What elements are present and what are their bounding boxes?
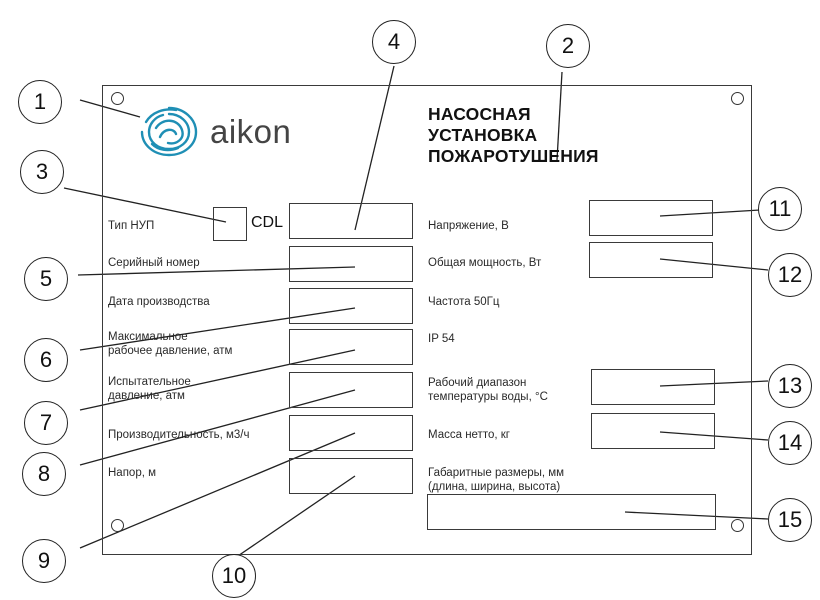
label-capacity: Производительность, м3/ч xyxy=(108,429,250,441)
callout-12: 12 xyxy=(768,253,812,297)
label-test-pressure-2: давление, атм xyxy=(108,390,185,402)
leader-9 xyxy=(79,432,356,549)
leader-3 xyxy=(63,187,227,223)
title-line-2: УСТАНОВКА xyxy=(428,125,538,145)
label-max-pressure-1: Максимальное xyxy=(108,331,188,343)
label-power: Общая мощность, Вт xyxy=(428,257,542,269)
label-ip: IP 54 xyxy=(428,333,455,345)
field-test-pressure[interactable] xyxy=(289,372,413,408)
callout-9: 9 xyxy=(22,539,66,583)
field-max-pressure[interactable] xyxy=(289,329,413,365)
leader-6 xyxy=(79,307,356,351)
field-mass[interactable] xyxy=(591,413,715,449)
leader-7 xyxy=(79,349,356,411)
field-serial[interactable] xyxy=(289,246,413,282)
callout-10: 10 xyxy=(212,554,256,598)
callout-15: 15 xyxy=(768,498,812,542)
title-line-1: НАСОСНАЯ xyxy=(428,104,531,124)
brand-name: aikon xyxy=(210,113,292,150)
nameplate xyxy=(102,85,752,555)
label-date: Дата производства xyxy=(108,296,210,308)
label-temp-1: Рабочий диапазон xyxy=(428,377,527,389)
field-type-model[interactable] xyxy=(289,203,413,239)
title-line-3: ПОЖАРОТУШЕНИЯ xyxy=(428,146,599,166)
callout-11: 11 xyxy=(758,187,802,231)
label-dims-1: Габаритные размеры, мм xyxy=(428,467,565,479)
callout-14: 14 xyxy=(768,421,812,465)
leader-5 xyxy=(77,266,356,276)
callout-7: 7 xyxy=(24,401,68,445)
label-voltage: Напряжение, В xyxy=(428,220,509,232)
leader-15 xyxy=(624,511,769,520)
callout-13: 13 xyxy=(768,364,812,408)
aikon-swirl-logo-icon xyxy=(140,106,198,157)
mount-hole-bottom-left xyxy=(111,519,124,532)
callout-8: 8 xyxy=(22,452,66,496)
leader-10 xyxy=(231,475,356,561)
type-checkbox[interactable] xyxy=(213,207,247,241)
callout-3: 3 xyxy=(20,150,64,194)
label-type: Тип НУП xyxy=(108,220,155,232)
field-power[interactable] xyxy=(589,242,713,278)
label-mass: Масса нетто, кг xyxy=(428,429,510,441)
field-dimensions[interactable] xyxy=(427,494,716,530)
callout-1: 1 xyxy=(18,80,62,124)
mount-hole-bottom-right xyxy=(731,519,744,532)
label-test-pressure-1: Испытательное xyxy=(108,376,191,388)
leader-4 xyxy=(354,65,395,231)
field-head[interactable] xyxy=(289,458,413,494)
label-head: Напор, м xyxy=(108,467,157,479)
type-suffix: CDL xyxy=(251,214,284,231)
leader-8 xyxy=(79,389,356,466)
callout-5: 5 xyxy=(24,257,68,301)
label-temp-2: температуры воды, °С xyxy=(428,391,548,403)
leader-2 xyxy=(556,71,563,161)
mount-hole-top-left xyxy=(111,92,124,105)
leader-1 xyxy=(79,99,141,118)
label-max-pressure-2: рабочее давление, атм xyxy=(108,345,233,357)
field-capacity[interactable] xyxy=(289,415,413,451)
plate-title: НАСОСНАЯ УСТАНОВКА ПОЖАРОТУШЕНИЯ xyxy=(428,104,599,167)
callout-2: 2 xyxy=(546,24,590,68)
field-temperature[interactable] xyxy=(591,369,715,405)
label-serial: Серийный номер xyxy=(108,257,200,269)
callout-4: 4 xyxy=(372,20,416,64)
label-dims-2: (длина, ширина, высота) xyxy=(428,481,561,493)
field-voltage[interactable] xyxy=(589,200,713,236)
leader-11 xyxy=(659,209,761,217)
label-frequency: Частота 50Гц xyxy=(428,296,500,308)
callout-6: 6 xyxy=(24,338,68,382)
leader-12 xyxy=(659,258,769,271)
field-date[interactable] xyxy=(289,288,413,324)
mount-hole-top-right xyxy=(731,92,744,105)
